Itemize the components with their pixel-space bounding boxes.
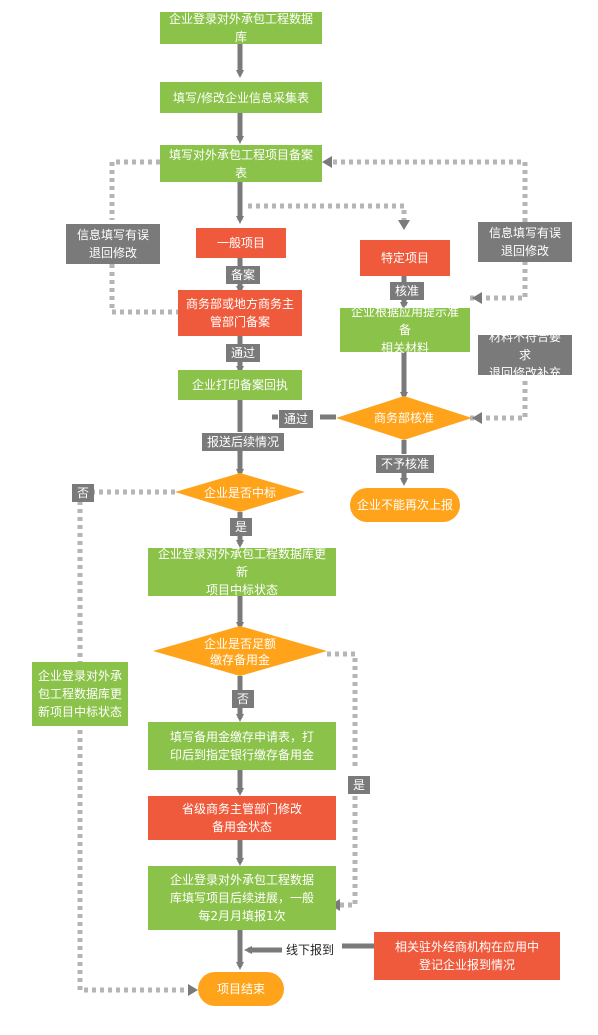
pass-label-2: 通过 [279,410,314,428]
info-error-left-box: 信息填写有误 退回修改 [66,224,160,264]
print-receipt-text: 企业打印备案回执 [191,378,288,392]
deposit-enough-text: 企业是否足额 缴存备用金 [203,637,276,667]
mofcom-approve-diamond [336,396,472,440]
report-followup-label: 报送后续情况 [202,433,285,451]
dotted-loops [77,159,528,993]
approve-label: 核准 [390,282,425,300]
cannot-resubmit-text: 企业不能再次上报 [356,498,453,512]
decision-diamonds [153,396,472,676]
yes-label-1: 是 [230,518,253,536]
materials-not-ok-text: 材料不符合要求 退回修改补充 [488,330,561,380]
provincial-modify-text: 省级商务主管部门修改 备用金状态 [181,802,302,834]
provincial-modify-box: 省级商务主管部门修改 备用金状态 [148,796,336,840]
materials-not-ok-box: 材料不符合要求 退回修改补充 [478,330,572,380]
general-project-box: 一般项目 [196,228,286,258]
fill-info-text: 填写/修改企业信息采集表 [172,90,310,105]
info-error-right-box: 信息填写有误 退回修改 [478,222,572,262]
login-database-text: 企业登录对外承包工程数据库 [168,12,313,44]
project-end-text: 项目结束 [216,982,265,996]
offline-report-label: 线下报到 [286,943,335,957]
no-label-1: 否 [72,484,95,502]
fill-deposit-text: 填写备用金缴存申请表，打 印后到指定银行缴存备用金 [169,730,314,762]
update-status-left-text: 企业登录对外承 包工程数据库更 新项目中标状态 [38,669,123,719]
cannot-resubmit-box: 企业不能再次上报 [350,488,460,522]
fill-deposit-box: 填写备用金缴存申请表，打 印后到指定银行缴存备用金 [148,722,336,770]
deposit-diamond [153,626,327,676]
info-error-right-text: 信息填写有误 退回修改 [488,226,561,258]
print-receipt-box: 企业打印备案回执 [178,370,302,400]
update-bid-status-box: 企业登录对外承包工程数据库更新 项目中标状态 [148,547,336,597]
embassy-register-box: 相关驻外经商机构在应用中 登记企业报到情况 [374,932,560,980]
won-bid-diamond [175,473,305,512]
project-end-box: 项目结束 [198,972,284,1006]
update-bid-status-text: 企业登录对外承包工程数据库更新 项目中标状态 [157,547,326,597]
no-label-2: 否 [232,690,255,708]
update-status-left-box: 企业登录对外承 包工程数据库更 新项目中标状态 [32,662,128,726]
fill-info-box: 填写/修改企业信息采集表 [160,82,322,113]
solid-arrows [236,44,408,970]
pass-label-1: 通过 [226,344,261,362]
not-approved-label: 不予核准 [376,455,435,473]
fill-project-text: 填写对外承包工程项目备案表 [168,147,313,180]
general-project-text: 一般项目 [216,236,265,250]
mofcom-record-box: 商务部或地方商务主 管部门备案 [178,290,302,336]
login-database-box: 企业登录对外承包工程数据库 [160,12,322,44]
info-error-left-text: 信息填写有误 退回修改 [76,228,149,260]
yes-label-2: 是 [348,776,371,794]
login-progress-text: 企业登录对外承包工程数据 库填写项目后续进展，一般 每2月月填报1次 [169,873,314,923]
login-progress-box: 企业登录对外承包工程数据 库填写项目后续进展，一般 每2月月填报1次 [148,866,336,930]
prepare-materials-box: 企业根据应用提示准备 相关材料 [340,305,470,355]
special-project-box: 特定项目 [360,240,450,276]
mofcom-record-text: 商务部或地方商务主 管部门备案 [185,297,294,329]
fill-project-box: 填写对外承包工程项目备案表 [160,145,322,182]
embassy-register-text: 相关驻外经商机构在应用中 登记企业报到情况 [394,940,539,972]
prepare-materials-text: 企业根据应用提示准备 相关材料 [350,305,459,355]
won-bid-text: 企业是否中标 [203,486,276,500]
mofcom-approve-text: 商务部核准 [373,411,434,425]
special-project-text: 特定项目 [380,251,429,265]
record-label: 备案 [226,266,261,284]
